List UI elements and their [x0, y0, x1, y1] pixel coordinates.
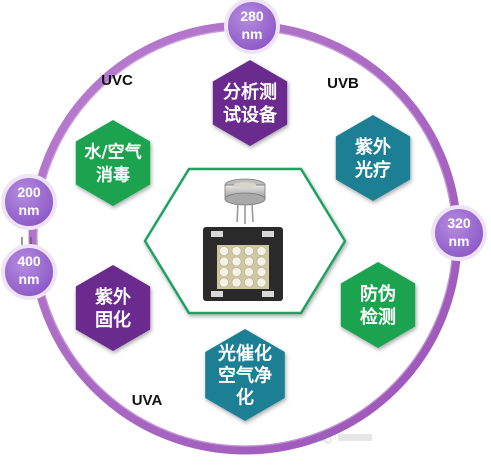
hex-label-water-line-2: 消毒: [96, 165, 130, 186]
svg-text:200: 200: [17, 184, 41, 200]
led-dot: [231, 277, 242, 288]
hex-label-photocatalysis-line-2: 空气净: [218, 364, 272, 386]
led-dot: [256, 246, 267, 256]
band-label-uva: UVA: [132, 392, 163, 409]
led-dot: [231, 256, 242, 267]
led-dot: [244, 246, 254, 256]
led-dot: [231, 246, 242, 256]
hex-label-analysis-line-2: 试设备: [223, 104, 278, 126]
svg-text:280: 280: [240, 8, 264, 24]
badge-200nm: 200 nm: [1, 174, 57, 230]
svg-text:nm: nm: [242, 26, 263, 42]
hex-label-anticounterfeit-line-2: 检测: [360, 306, 396, 328]
led-dot: [256, 256, 267, 267]
hex-shape-phototherapy: [335, 115, 411, 201]
led-dot: [231, 267, 242, 277]
led-dot: [219, 267, 229, 277]
hex-label-curing-line-1: 紫外: [95, 286, 131, 308]
svg-text:nm: nm: [449, 233, 470, 249]
hex-label-phototherapy-line-1: 紫外: [355, 136, 391, 158]
hex-label-curing-line-2: 固化: [95, 309, 131, 331]
hex-shape-anticounterfeit: [340, 262, 416, 348]
hex-shape-water: [75, 120, 151, 206]
uv-led-chip-icon: [203, 178, 283, 301]
badge-320nm: 320 nm: [431, 205, 487, 261]
band-label-uvb: UVB: [327, 75, 359, 92]
led-dot: [256, 267, 267, 277]
badge-400nm: 400 nm: [1, 244, 57, 300]
hex-shape-photocatalysis: [205, 329, 285, 421]
svg-text:320: 320: [447, 215, 471, 231]
led-dot: [256, 277, 267, 288]
svg-text:nm: nm: [19, 202, 40, 218]
hex-label-water-line-1: 水/空气: [84, 142, 141, 163]
hex-label-photocatalysis-line-3: 化: [236, 386, 254, 408]
led-dot: [244, 267, 254, 277]
hex-label-photocatalysis-line-1: 光催化: [217, 342, 272, 364]
svg-text:400: 400: [17, 253, 41, 269]
led-dot: [219, 246, 229, 256]
svg-text:nm: nm: [19, 271, 40, 287]
led-dot: [244, 256, 254, 267]
led-dot: [219, 277, 229, 288]
hex-label-anticounterfeit-line-1: 防伪: [360, 283, 396, 305]
wechat-watermark-icon: [317, 432, 372, 444]
led-dot: [219, 256, 229, 267]
hex-label-phototherapy-line-2: 光疗: [354, 159, 391, 181]
badge-280nm: 280 nm: [224, 0, 280, 54]
band-label-uvc: UVC: [101, 72, 133, 89]
hex-shape-curing: [75, 265, 151, 351]
hex-shape-analysis: [212, 60, 288, 146]
hex-label-analysis-line-1: 分析测: [223, 81, 277, 103]
led-dot: [244, 277, 254, 288]
